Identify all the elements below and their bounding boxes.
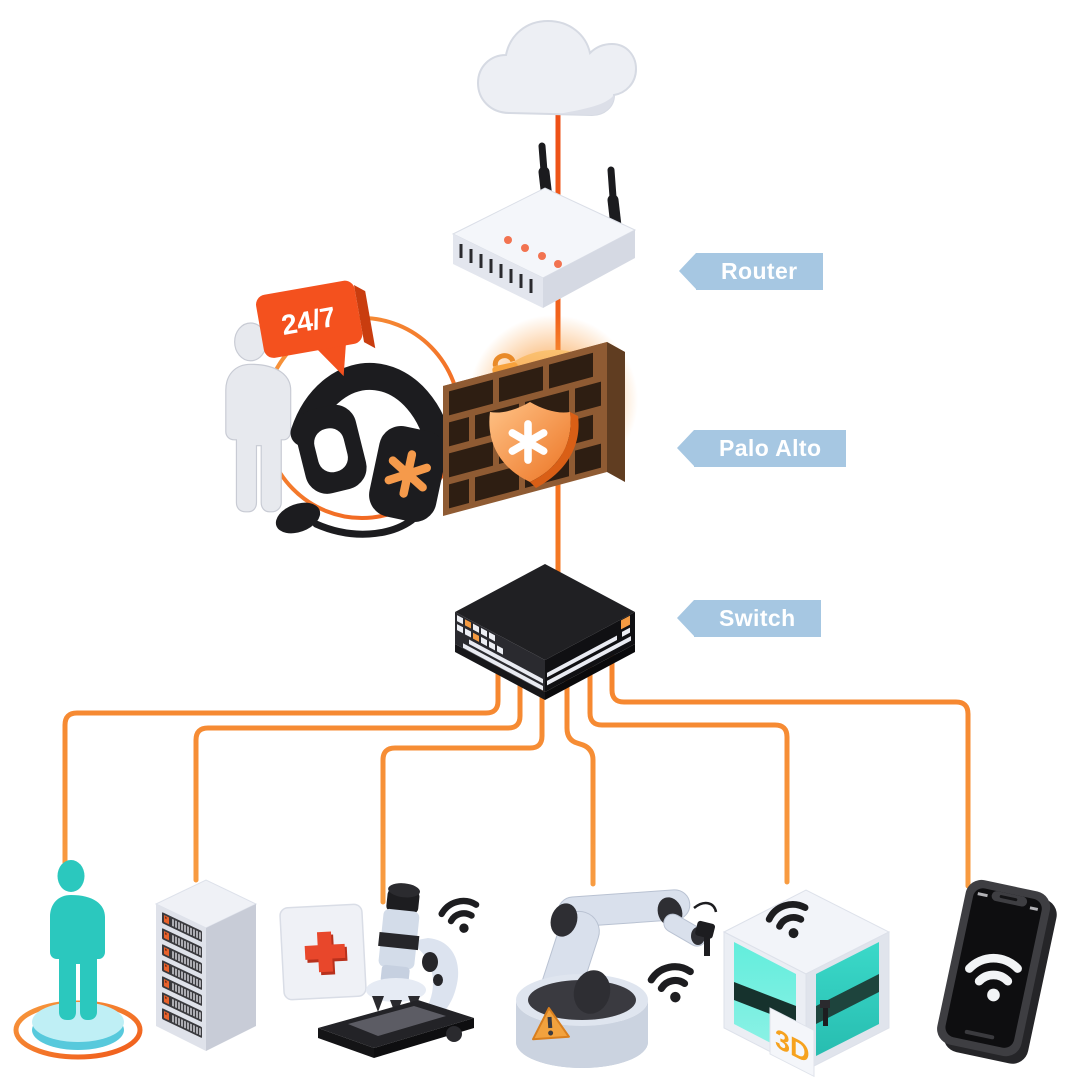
firewall-icon	[443, 315, 638, 516]
robotic-arm-node	[498, 872, 718, 1072]
label-router: Router	[679, 253, 823, 290]
support-node: 24/7	[212, 278, 462, 538]
right-earcup	[369, 426, 447, 522]
switch-ports-left	[457, 615, 543, 691]
printer-badge: 3D	[769, 1007, 815, 1078]
connection-switch-robot	[564, 665, 596, 887]
mic-icon	[275, 502, 321, 534]
person-icon	[13, 860, 143, 1060]
connection-switch-user	[62, 645, 501, 875]
red-cross-icon	[304, 931, 346, 973]
label-switch: Switch	[677, 600, 821, 637]
cloud-node	[468, 5, 638, 135]
connection-switch-server	[193, 652, 523, 883]
3d-printer-icon: 3D	[722, 889, 891, 1078]
end-effector	[695, 920, 716, 939]
printer-nozzle	[823, 1008, 828, 1026]
switch-icon	[455, 564, 635, 700]
router-leds	[504, 236, 562, 268]
label-router-text: Router	[721, 258, 798, 284]
microscope-tube	[378, 883, 420, 985]
robot-arm-icon	[516, 889, 718, 1068]
label-palo-alto: Palo Alto	[676, 430, 847, 467]
mic-boom	[312, 516, 416, 538]
wall-side	[607, 342, 625, 482]
server-node	[148, 876, 263, 1071]
server-rack-icon	[154, 879, 258, 1051]
switch-ports-right	[547, 615, 631, 686]
headband	[290, 362, 454, 464]
label-switch-text: Switch	[719, 605, 796, 631]
label-palo-alto-text: Palo Alto	[719, 435, 822, 461]
connection-switch-phone	[609, 649, 971, 889]
wifi-icon	[649, 963, 695, 1006]
smartphone-icon	[937, 879, 1057, 1064]
router-vents	[459, 244, 533, 293]
firewall-node	[435, 315, 638, 547]
user-node	[12, 858, 143, 1063]
wifi-icon	[440, 897, 483, 937]
warning-icon	[532, 1007, 570, 1041]
connection-switch-printer	[587, 659, 790, 885]
router-icon	[451, 142, 637, 308]
smartphone-node	[937, 876, 1057, 1066]
shield-icon	[489, 402, 579, 488]
medical-device-node	[278, 878, 498, 1078]
left-earcup	[294, 404, 367, 494]
printer-3d-node: 3D	[714, 870, 899, 1078]
router-node	[445, 138, 640, 313]
headset-icon: 24/7	[225, 280, 462, 538]
connection-switch-medical	[380, 659, 545, 905]
switch-node	[445, 548, 645, 708]
person-teal-icon	[50, 860, 105, 1020]
microscope-icon	[279, 883, 498, 1058]
cloud-icon	[476, 19, 638, 117]
medical-cross-panel	[279, 903, 367, 1001]
support-badge: 24/7	[256, 280, 376, 377]
